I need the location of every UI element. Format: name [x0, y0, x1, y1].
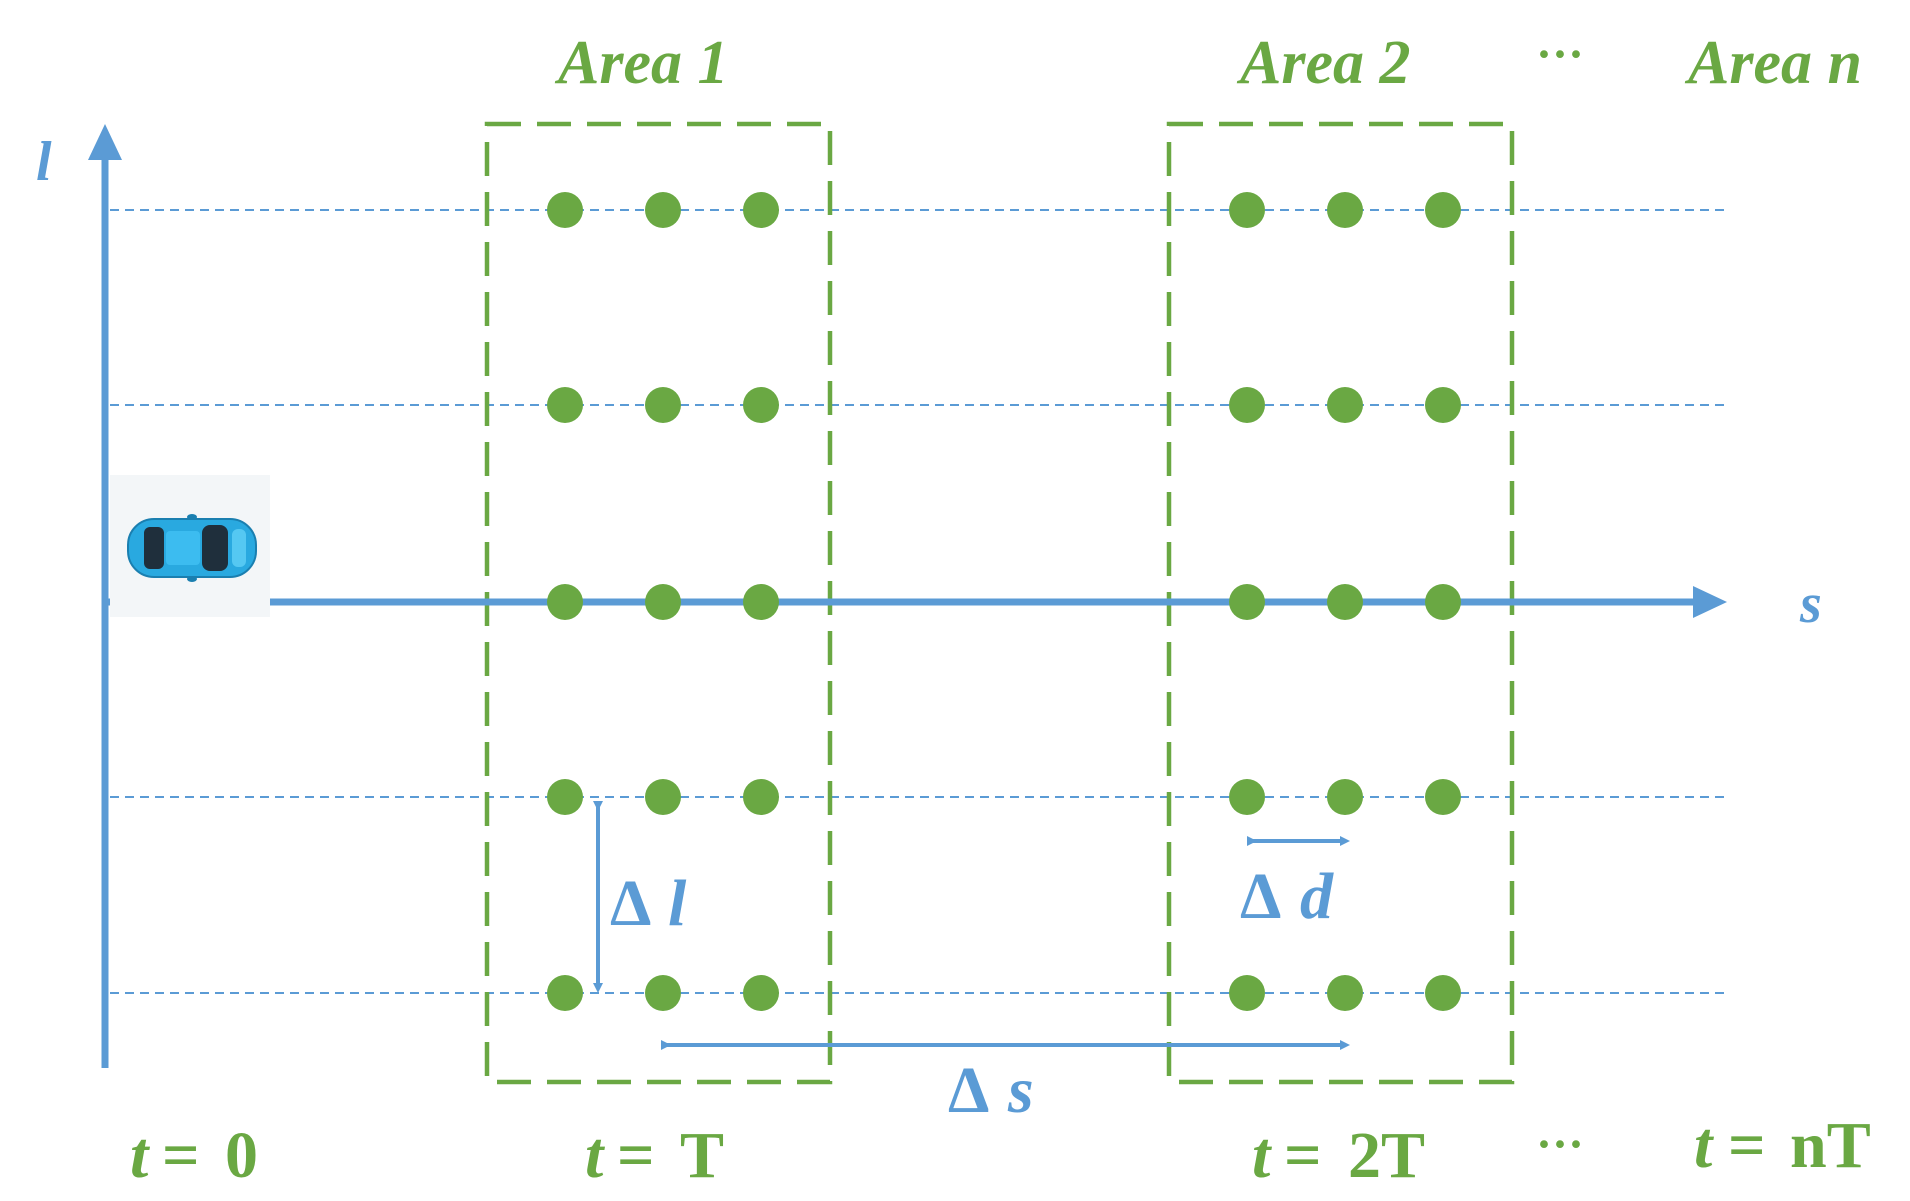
sample-point-area-1 — [743, 387, 779, 423]
time-label-area-2: t = 2T — [1252, 1119, 1425, 1192]
sample-point-area-2 — [1229, 779, 1265, 815]
area-n-title: Area n — [1684, 29, 1862, 97]
svg-text:T: T — [680, 1119, 724, 1192]
time-label-origin: t = 0 — [130, 1119, 258, 1192]
sample-point-area-1 — [645, 975, 681, 1011]
sample-point-area-1 — [743, 192, 779, 228]
area-2-title: Area 2 — [1236, 29, 1411, 97]
delta-d-label: Δ d — [1240, 860, 1334, 933]
sample-point-area-1 — [547, 387, 583, 423]
svg-text:Δ: Δ — [948, 1054, 989, 1127]
sample-point-area-1 — [547, 192, 583, 228]
sample-point-area-2 — [1425, 779, 1461, 815]
sample-point-area-2 — [1229, 387, 1265, 423]
sample-point-area-1 — [743, 584, 779, 620]
sample-point-area-2 — [1327, 192, 1363, 228]
svg-text:t: t — [1252, 1119, 1272, 1192]
sample-point-area-2 — [1425, 584, 1461, 620]
l-axis-label: l — [36, 131, 52, 193]
sample-point-area-1 — [547, 779, 583, 815]
svg-text:t: t — [1694, 1109, 1714, 1182]
car-icon — [110, 475, 270, 617]
sample-point-area-1 — [547, 975, 583, 1011]
sample-point-area-1 — [645, 584, 681, 620]
svg-text:=: = — [617, 1119, 655, 1192]
delta-s-label: Δ s — [948, 1054, 1034, 1127]
sample-point-area-1 — [547, 584, 583, 620]
sample-point-area-2 — [1425, 387, 1461, 423]
svg-text:t: t — [585, 1119, 605, 1192]
sample-point-area-1 — [645, 192, 681, 228]
s-axis-label: s — [1799, 573, 1822, 635]
l-axis-arrowhead — [88, 124, 122, 160]
svg-text:=: = — [1728, 1109, 1766, 1182]
svg-text:d: d — [1300, 860, 1334, 933]
svg-text:t: t — [130, 1119, 150, 1192]
sample-point-area-2 — [1425, 975, 1461, 1011]
delta-l-label: Δ l — [610, 867, 687, 940]
svg-text:=: = — [162, 1119, 200, 1192]
svg-text:s: s — [1007, 1054, 1034, 1127]
sample-point-area-1 — [743, 975, 779, 1011]
sample-point-area-2 — [1327, 387, 1363, 423]
sample-point-area-2 — [1229, 975, 1265, 1011]
sample-point-area-1 — [743, 779, 779, 815]
svg-text:=: = — [1284, 1119, 1322, 1192]
sample-point-area-2 — [1229, 584, 1265, 620]
s-axis-arrowhead — [1693, 586, 1727, 618]
svg-text:0: 0 — [225, 1119, 258, 1192]
sample-point-area-1 — [645, 387, 681, 423]
svg-text:l: l — [668, 867, 687, 940]
svg-text:Δ: Δ — [610, 867, 651, 940]
svg-text:Δ: Δ — [1240, 860, 1281, 933]
sample-point-area-2 — [1229, 192, 1265, 228]
sample-point-area-2 — [1425, 192, 1461, 228]
sample-points — [547, 192, 1461, 1011]
sample-point-area-2 — [1327, 975, 1363, 1011]
time-label-area-n: t = nT — [1694, 1109, 1871, 1182]
top-ellipsis: ··· — [1536, 28, 1584, 81]
area-1-title: Area 1 — [554, 29, 729, 97]
bottom-ellipsis: ··· — [1536, 1118, 1584, 1171]
time-label-area-1: t = T — [585, 1119, 724, 1192]
svg-text:nT: nT — [1790, 1109, 1871, 1182]
svg-text:2T: 2T — [1348, 1119, 1425, 1192]
sample-point-area-2 — [1327, 584, 1363, 620]
sample-point-area-2 — [1327, 779, 1363, 815]
sample-point-area-1 — [645, 779, 681, 815]
